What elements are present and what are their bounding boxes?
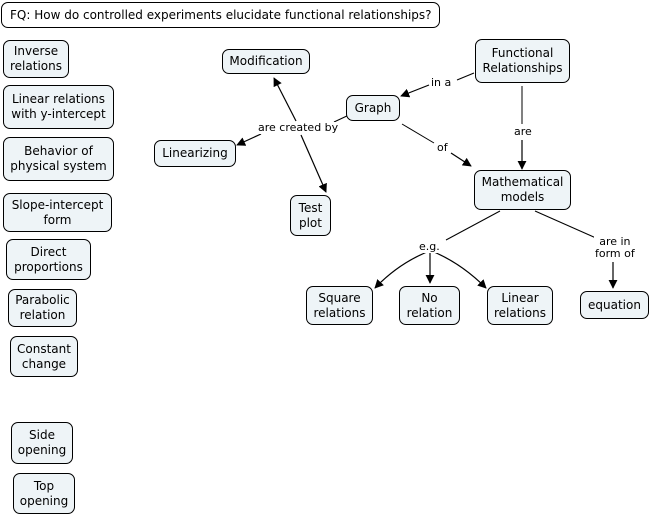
link-label-eg: e.g. <box>418 240 441 253</box>
parking-lot-parabolic-relation[interactable]: Parabolic relation <box>8 289 77 327</box>
link-of-to-models <box>450 152 472 167</box>
parking-lot-slope-intercept-form[interactable]: Slope-intercept form <box>3 193 112 232</box>
link-graph-to-of <box>401 123 435 144</box>
link-models-to-form-of <box>534 210 597 239</box>
concept-square-relations[interactable]: Square relations <box>306 286 373 325</box>
concept-test-plot[interactable]: Test plot <box>290 195 331 236</box>
parking-lot-top-opening[interactable]: Top opening <box>13 473 75 514</box>
parking-lot-behavior-of-physical-system[interactable]: Behavior of physical system <box>3 137 114 181</box>
link-eg-to-square <box>374 251 428 289</box>
concept-functional-relationships[interactable]: Functional Relationships <box>475 39 570 83</box>
link-functional-to-in-a <box>456 72 475 81</box>
link-label-in-a: in a <box>430 76 453 89</box>
concept-graph[interactable]: Graph <box>346 95 400 121</box>
parking-lot-constant-change[interactable]: Constant change <box>10 336 78 377</box>
link-in-a-to-graph <box>400 84 430 98</box>
link-label-are-in-form-of: are in form of <box>594 235 636 260</box>
link-models-to-eg <box>445 210 501 241</box>
parking-lot-inverse-relations[interactable]: Inverse relations <box>3 40 69 78</box>
parking-lot-linear-relations-with-y-intercept[interactable]: Linear relations with y-intercept <box>3 85 114 129</box>
concept-linear-relations[interactable]: Linear relations <box>487 286 553 325</box>
concept-no-relation[interactable]: No relation <box>399 286 460 325</box>
parking-lot-side-opening[interactable]: Side opening <box>11 422 73 464</box>
link-created-by-to-modification <box>273 77 297 122</box>
link-label-are-created-by: are created by <box>257 121 340 134</box>
concept-equation[interactable]: equation <box>580 291 649 319</box>
parking-lot-direct-proportions[interactable]: Direct proportions <box>6 239 91 280</box>
concept-modification[interactable]: Modification <box>222 49 310 74</box>
link-label-of: of <box>436 141 449 154</box>
focus-question[interactable]: FQ: How do controlled experiments elucid… <box>1 2 440 28</box>
link-created-by-to-linearizing <box>236 133 262 146</box>
link-eg-to-linear <box>433 251 487 289</box>
link-created-by-to-test-plot <box>300 134 327 193</box>
concept-mathematical-models[interactable]: Mathematical models <box>474 170 571 210</box>
concept-linearizing[interactable]: Linearizing <box>154 140 236 167</box>
link-label-are: are <box>513 125 533 138</box>
